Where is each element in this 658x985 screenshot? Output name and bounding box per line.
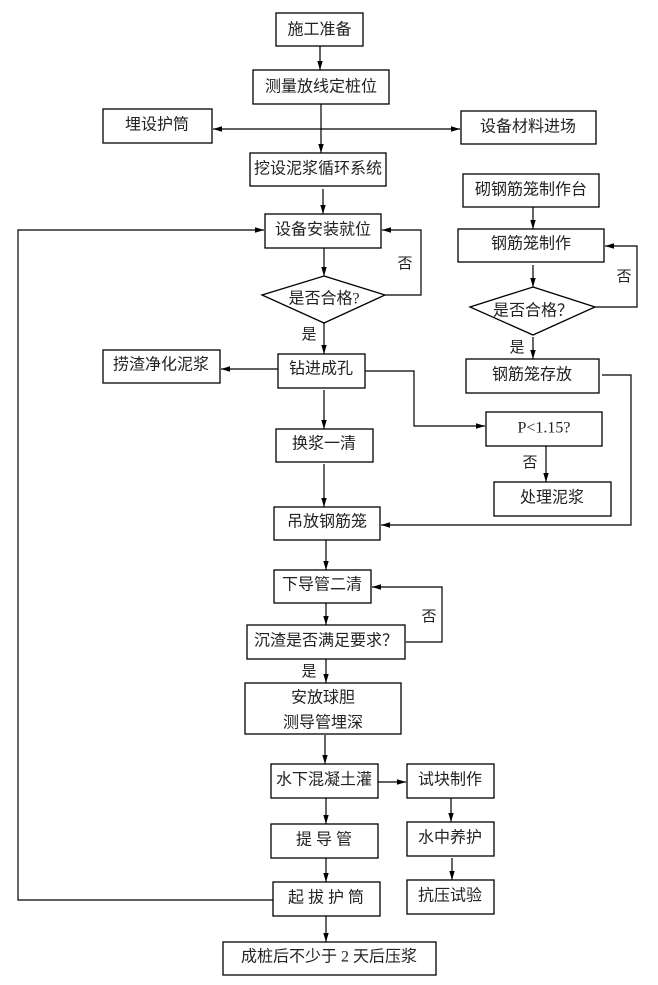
label-no-sediment: 否 (421, 609, 436, 625)
node-second-clean: 下导管二清 (273, 569, 372, 604)
label-yes-check1: 是 (301, 327, 316, 343)
node-label: 捞渣净化泥浆 (113, 356, 209, 374)
node-casing: 埋设护筒 (102, 108, 213, 144)
node-slurry-system: 挖设泥浆循环系统 (249, 152, 387, 187)
decision-label: 是否合格? (288, 290, 359, 308)
decision-check1: 是否合格? (260, 275, 387, 324)
arrow-check1-no (382, 227, 422, 296)
node-cage-store: 钢筋笼存放 (465, 358, 600, 394)
node-label: 起 拔 护 筒 (288, 889, 364, 907)
node-equip-in: 设备材料进场 (460, 110, 597, 145)
node-label: 挖设泥浆循环系统 (254, 160, 382, 178)
node-pull-casing: 起 拔 护 筒 (272, 881, 381, 917)
node-lift-cage: 吊放钢筋笼 (273, 506, 381, 541)
node-survey: 测量放线定桩位 (252, 69, 390, 105)
node-label: 钻进成孔 (289, 360, 353, 378)
node-label: 下导管二清 (282, 576, 362, 594)
arrow-store-lift (381, 374, 632, 528)
decision-check2: 是否合格？ (468, 286, 597, 336)
decision-label: 是否合格？ (493, 302, 573, 320)
arrow-drill-pcheck (365, 370, 485, 429)
node-label: 设备材料进场 (480, 118, 576, 136)
label-no-pcheck: 否 (522, 455, 537, 471)
node-prep: 施工准备 (275, 12, 364, 47)
node-cage-table: 砌钢筋笼制作台 (462, 173, 600, 208)
node-grout: 成桩后不少于 2 天后压浆 (222, 941, 437, 976)
node-label-line1: 安放球胆 (291, 689, 355, 707)
node-clean-slurry: 捞渣净化泥浆 (102, 349, 221, 384)
node-label: 施工准备 (287, 21, 351, 39)
node-label: 水下混凝土灌 (276, 771, 372, 789)
node-equip-install: 设备安装就位 (264, 213, 382, 249)
arrow-check2-no (595, 243, 638, 308)
node-first-clean: 换浆一清 (275, 428, 374, 463)
node-pour: 水下混凝土灌 (270, 763, 379, 799)
node-lift-pipe: 提 导 管 (270, 823, 379, 859)
node-label: 钢筋笼存放 (492, 366, 572, 384)
node-label: 处理泥浆 (520, 489, 584, 507)
node-label-line2: 测导管埋深 (283, 714, 363, 732)
node-label: P<1.15? (517, 420, 570, 437)
node-drill: 钻进成孔 (277, 353, 366, 389)
node-label: 水中养护 (418, 829, 482, 847)
arrow-loop-next-pile (17, 227, 273, 901)
node-label: 设备安装就位 (275, 221, 371, 239)
label-yes-sediment: 是 (301, 664, 316, 680)
node-label: 试块制作 (418, 771, 482, 789)
node-p-check: P<1.15? (485, 411, 603, 447)
node-label: 抗压试验 (418, 887, 482, 905)
node-label: 砌钢筋笼制作台 (475, 181, 587, 199)
label-no-check1: 否 (397, 256, 412, 272)
node-label: 钢筋笼制作 (491, 235, 571, 253)
label-no-check2: 否 (616, 269, 631, 285)
node-compress-test: 抗压试验 (406, 879, 495, 915)
node-sample: 试块制作 (406, 763, 495, 799)
arrow-sediment-no (372, 584, 443, 643)
connectors (17, 46, 638, 942)
node-label: 埋设护筒 (125, 116, 189, 134)
node-cage-make: 钢筋笼制作 (457, 228, 605, 263)
node-treat-slurry: 处理泥浆 (493, 481, 612, 517)
node-label: 吊放钢筋笼 (287, 513, 367, 531)
node-label: 换浆一清 (292, 435, 356, 453)
node-label: 沉渣是否满足要求？ (254, 632, 398, 650)
node-cure: 水中养护 (406, 821, 495, 857)
node-sediment-check: 沉渣是否满足要求？ (246, 624, 406, 660)
node-label: 测量放线定桩位 (265, 78, 377, 96)
node-ball-depth: 安放球胆 测导管埋深 (244, 682, 402, 735)
node-label: 提 导 管 (296, 831, 352, 849)
node-label: 成桩后不少于 2 天后压浆 (241, 948, 417, 966)
label-yes-check2: 是 (509, 340, 524, 356)
